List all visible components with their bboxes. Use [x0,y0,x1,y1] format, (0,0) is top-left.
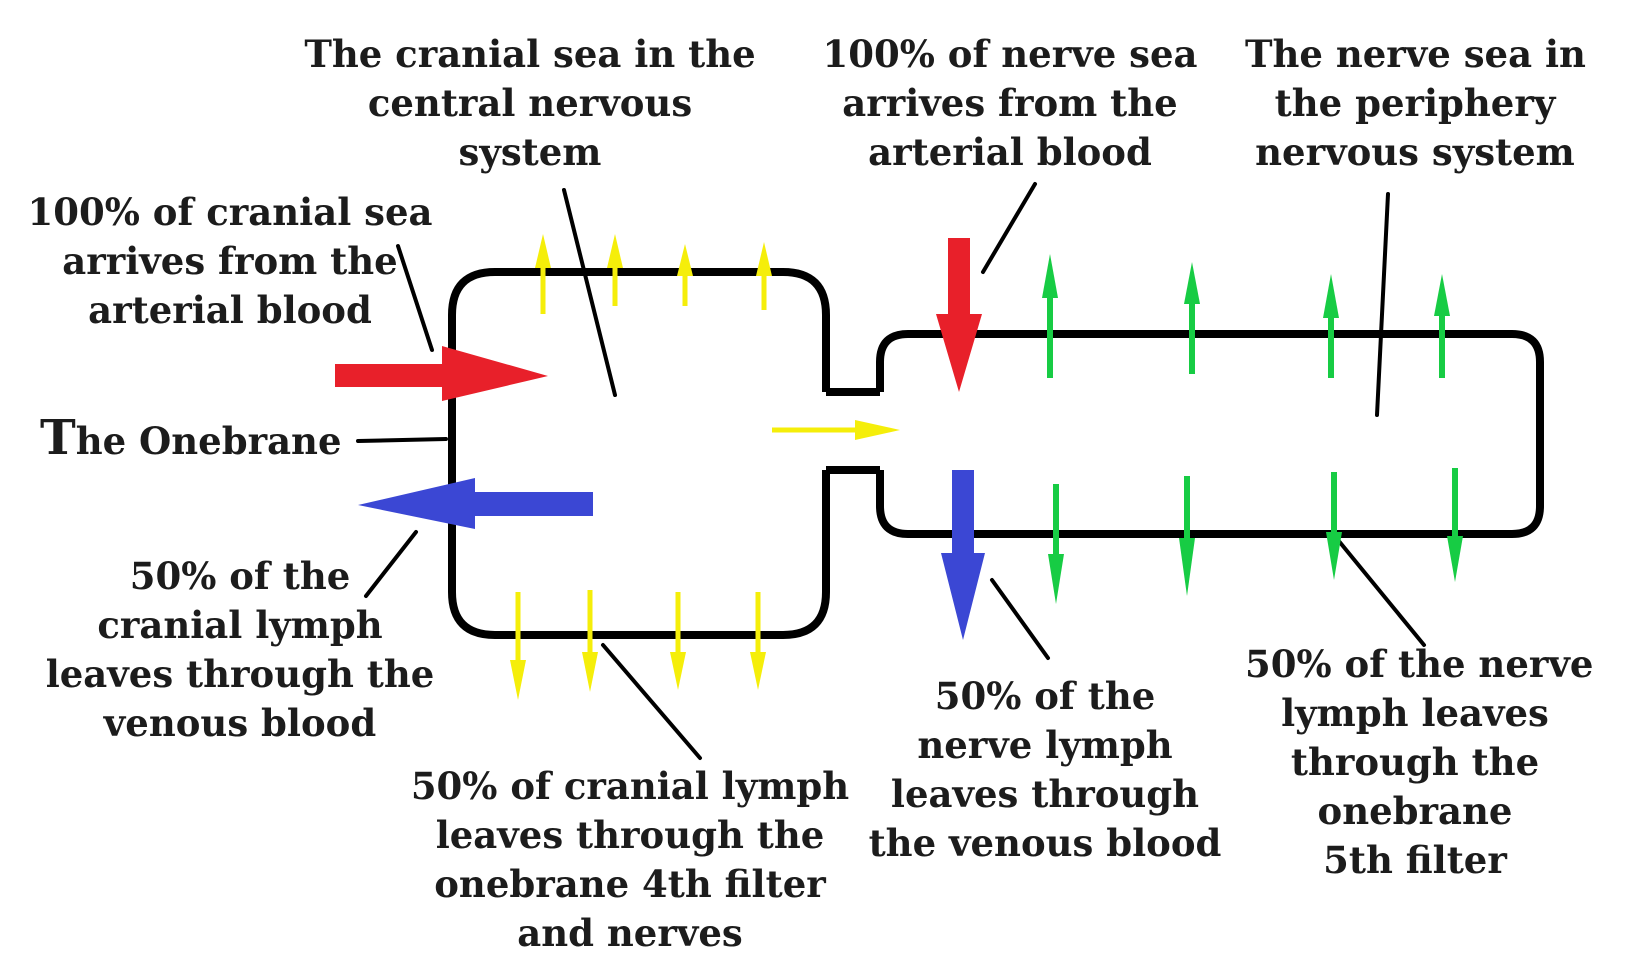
pointer-nerve-arrive [981,182,1037,274]
pointer-nerve-venous [990,578,1050,660]
label-line: 50% of the [129,554,351,598]
label-line: lymph leaves [1281,691,1549,735]
pointer-cranial-onebrane [601,643,702,760]
label-line: 50% of cranial lymph [410,764,850,808]
label-line: venous blood [103,701,377,745]
cranial-lymph-flow-arrowhead [855,420,900,440]
nerve-lymph-up-arrowhead [1323,274,1339,318]
pointer-cranial-venous [364,530,418,598]
nerve-lymph-up-arrowhead [1042,254,1058,298]
label-line: the venous blood [868,821,1222,865]
nerve-onebrane-label: 50% of the nerve lymph leaves through th… [1245,640,1594,885]
cranial-lymph-up-arrowhead [677,244,693,276]
pointer-cranial-arrive [396,244,434,352]
nerve-lymph-up-arrowhead [1184,262,1200,304]
label-line: arterial blood [88,288,372,332]
onebrane-label: The Onebrane [40,408,342,479]
label-line: nervous system [1255,130,1575,174]
onebrane-rest: he Onebrane [75,419,342,463]
nerve-lymph-down-arrowhead [1447,536,1463,582]
cranial-onebrane-label: 50% of cranial lymph leaves through the … [400,762,860,958]
nerve-chamber-outline [876,330,1544,538]
label-line: arrives from the [842,81,1178,125]
label-line: onebrane [1317,789,1513,833]
label-line: The cranial sea in the [304,32,756,76]
label-line: onebrane 4th filter [434,862,826,906]
nerve-venous-arrow [941,470,985,640]
label-line: The nerve sea in [1245,32,1586,76]
nerve-sea-label: The nerve sea in the periphery nervous s… [1245,30,1586,177]
label-line: through the [1290,740,1540,784]
label-line: arrives from the [62,239,398,283]
nerve-lymph-up-arrowhead [1434,274,1450,316]
cranial-lymph-up-arrowhead [535,234,551,268]
onebrane-initial: T [40,410,76,466]
label-line: central nervous [367,81,693,125]
label-line: the periphery [1274,81,1556,125]
pointer-onebrane [356,437,448,443]
label-line: 50% of the nerve [1245,642,1594,686]
cranial-venous-label: 50% of the cranial lymph leaves through … [40,552,440,748]
pointer-nerve-onebrane [1336,538,1426,647]
nerve-lymph-down-arrowhead [1048,554,1064,604]
label-line: 100% of nerve sea [822,32,1198,76]
cranial-lymph-up-arrowhead [756,242,772,276]
pointer-nerve-sea [1375,192,1390,417]
cranial-sea-label: The cranial sea in the central nervous s… [295,30,765,177]
label-line: leaves through the [45,652,435,696]
nerve-venous-label: 50% of the nerve lymph leaves through th… [860,672,1230,868]
cranial-lymph-down-arrowhead [510,660,526,700]
pointer-cranial-sea [562,188,617,397]
cranial-arterial-arrow [335,346,548,401]
label-line: and nerves [517,911,743,955]
nerve-lymph-down-arrowhead [1326,532,1342,580]
label-line: leaves through [890,772,1200,816]
cranial-arterial-label: 100% of cranial sea arrives from the art… [20,188,440,335]
nerve-arterial-arrow [936,238,982,392]
cranial-lymph-up-arrowhead [607,234,623,268]
label-line: system [458,130,602,174]
label-line: 50% of the [934,674,1156,718]
label-line: 100% of cranial sea [27,190,433,234]
nerve-arterial-label: 100% of nerve sea arrives from the arter… [815,30,1205,177]
cranial-lymph-down-arrowhead [582,652,598,692]
nerve-lymph-down-arrowhead [1179,538,1195,596]
label-line: arterial blood [868,130,1152,174]
label-line: leaves through the [435,813,825,857]
cranial-venous-arrow [358,478,593,529]
label-line: cranial lymph [97,603,383,647]
label-line: 5th filter [1323,838,1507,882]
cranial-lymph-down-arrowhead [670,652,686,690]
label-line: nerve lymph [917,723,1173,767]
cranial-lymph-down-arrowhead [750,652,766,690]
cranial-chamber-outline [448,268,830,639]
